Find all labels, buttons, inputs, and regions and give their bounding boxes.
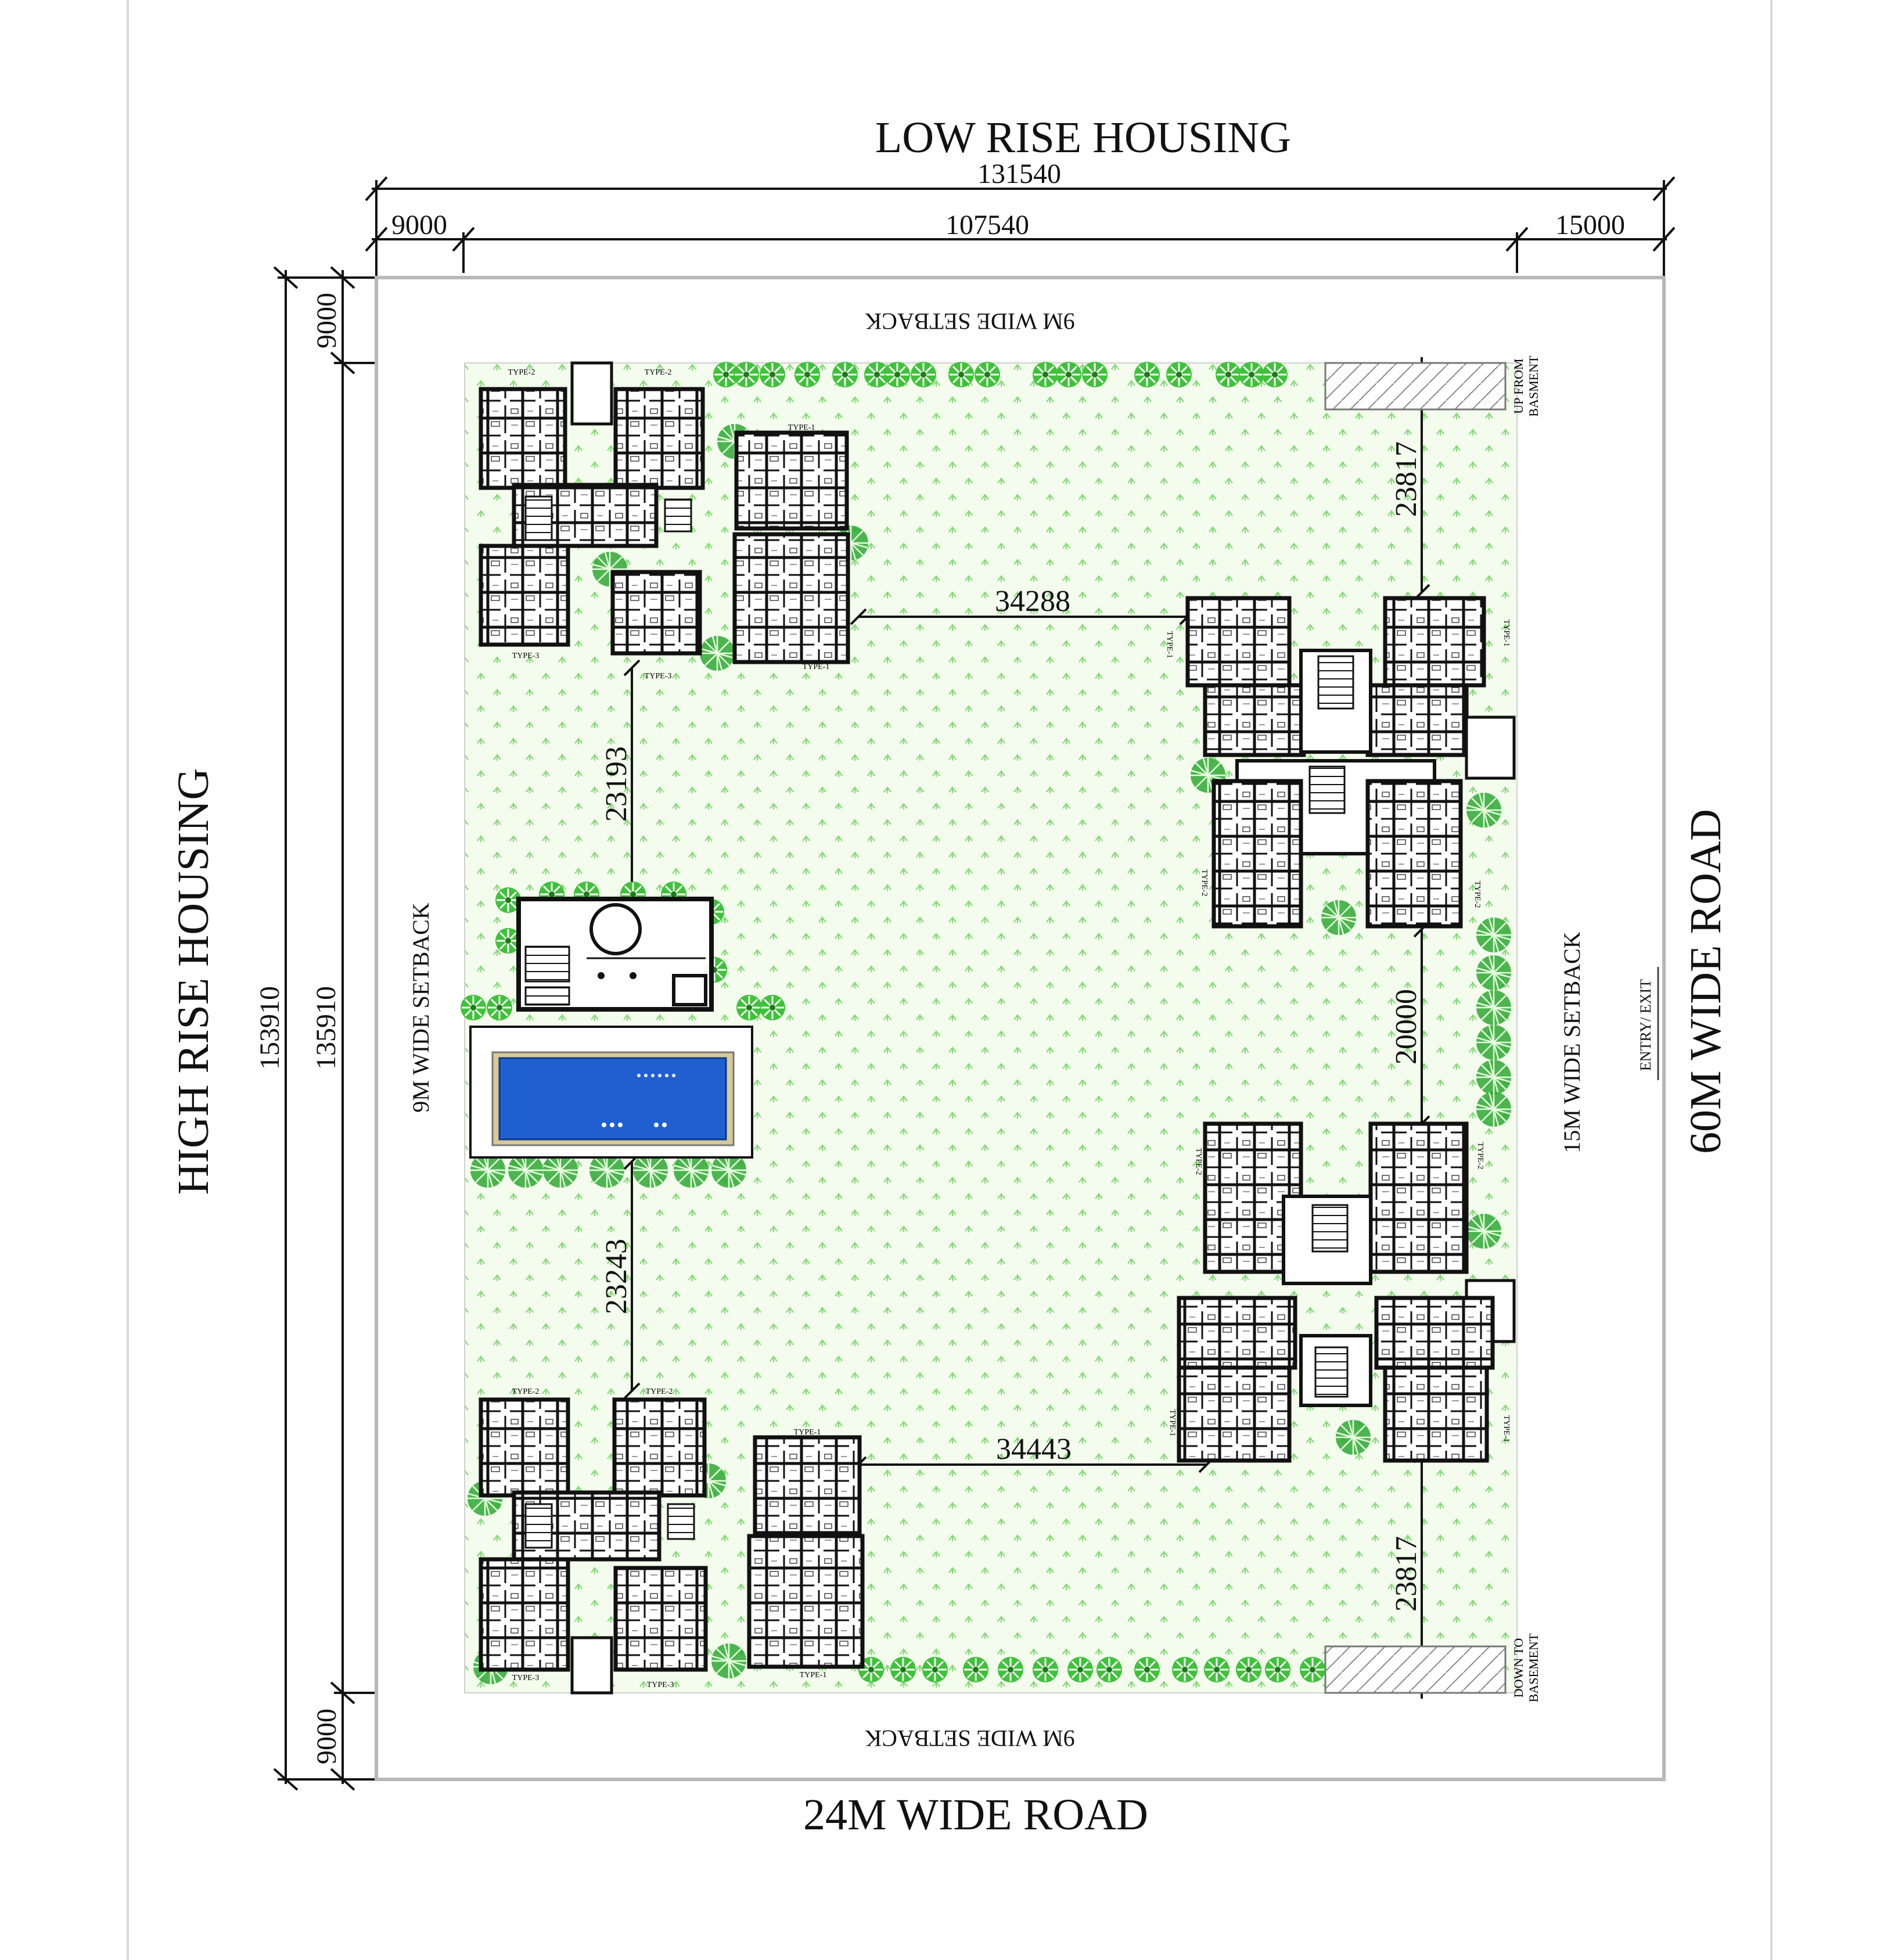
dim-right-setback-width: 15000 [1555,210,1625,240]
dim-left-setback-width: 9000 [391,210,447,240]
label-high-rise-housing: HIGH RISE HOUSING [169,768,218,1195]
unit-type-label: TYPE-2 [645,368,672,377]
unit-type-label: TYPE-2 [508,368,535,377]
label-entry-exit: ENTRY/ EXIT [1637,979,1654,1071]
ramp-up-from-basement: UP FROM BASMENT [1324,355,1541,417]
dim-inner-depth: 135910 [311,986,341,1070]
label-right-setback: 15M WIDE SETBACK [1559,932,1585,1153]
ramp-up-line2: BASMENT [1526,355,1541,417]
unit-type-label: TYPE-2 [646,1387,673,1396]
label-24m-road: 24M WIDE ROAD [803,1790,1148,1839]
dim-inner-width: 107540 [946,210,1029,240]
unit-type-label: TYPE-2 [1473,881,1482,908]
sheet-border [127,0,1773,1960]
dim-gap-right-middle: 20000 [1390,989,1423,1064]
residential-block-top-right: TYPE-1 TYPE-1 TYPE-2 TYPE-2 [1165,596,1516,929]
unit-type-label: TYPE-1 [788,423,815,432]
dim-gap-top-blocks: 34288 [995,585,1070,618]
unit-type-label: TYPE-3 [512,1674,540,1682]
ramp-up-line1: UP FROM [1511,358,1526,413]
label-bottom-setback: 9M WIDE SETBACK [865,1725,1075,1752]
unit-type-label: TYPE-1 [1502,1415,1511,1443]
unit-type-label: TYPE-1 [800,1671,827,1680]
label-left-setback: 9M WIDE SETBACK [408,902,434,1113]
dim-overall-width: 131540 [977,159,1061,189]
label-low-rise-housing: LOW RISE HOUSING [875,113,1291,162]
label-60m-road: 60M WIDE ROAD [1681,809,1730,1154]
residential-block-bottom-right: TYPE-2 TYPE-2 TYPE-1 TYPE-1 [1168,1121,1516,1463]
dim-gap-left-top: 23193 [600,746,633,822]
residential-block-bottom-left: TYPE-2 TYPE-2 TYPE-3 TYPE-3 TYPE-1 TYPE-… [479,1387,865,1695]
dim-gap-bottom-blocks: 34443 [996,1433,1072,1466]
ramp-down-line2: BASEMENT [1526,1633,1541,1702]
dim-gap-right-bottom: 23817 [1390,1536,1423,1612]
unit-type-label: TYPE-3 [645,672,672,681]
label-top-setback: 9M WIDE SETBACK [865,308,1075,335]
dim-top-setback-depth: 9000 [311,293,342,348]
unit-type-label: TYPE-2 [1194,1148,1203,1175]
residential-block-top-left: TYPE-2 TYPE-2 TYPE-3 TYPE-3 TYPE-1 TYPE-… [479,361,850,681]
unit-type-label: TYPE-1 [803,663,830,671]
unit-type-label: TYPE-1 [1502,620,1511,647]
swimming-pool [498,1057,727,1141]
clubhouse [516,897,714,1012]
unit-type-label: TYPE-2 [512,1387,540,1396]
unit-type-label: TYPE-2 [1200,869,1209,897]
dim-gap-right-top: 23817 [1390,441,1423,517]
unit-type-label: TYPE-1 [1165,631,1174,659]
unit-type-label: TYPE-1 [794,1428,821,1437]
dim-bottom-setback-depth: 9000 [311,1709,342,1764]
dim-overall-depth: 153910 [254,986,285,1070]
ramp-down-line1: DOWN TO [1511,1638,1526,1698]
dim-gap-left-bottom: 23243 [600,1239,633,1314]
unit-type-label: TYPE-3 [512,652,540,660]
unit-type-label: TYPE-3 [647,1681,674,1689]
unit-type-label: TYPE-2 [1476,1142,1484,1170]
unit-type-label: TYPE-1 [1168,1409,1177,1437]
